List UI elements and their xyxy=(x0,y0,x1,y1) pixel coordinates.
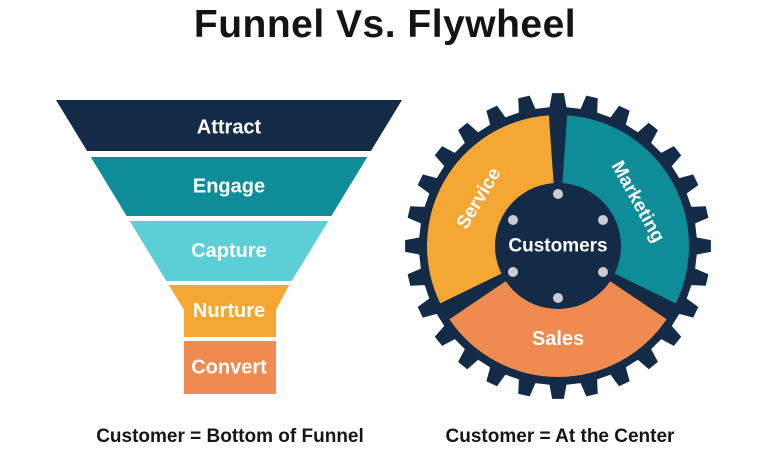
funnel-stage-attract xyxy=(56,100,402,151)
funnel-stage-capture xyxy=(129,221,329,281)
funnel-diagram: Attract Engage Capture Nurture Convert xyxy=(56,100,402,394)
funnel-stage-engage xyxy=(90,157,368,216)
bolt-dot xyxy=(598,267,608,277)
bolt-dot xyxy=(508,215,518,225)
flywheel-center-label: Customers xyxy=(508,236,607,257)
funnel-stage-convert xyxy=(184,341,276,394)
flywheel-diagram: Customers Marketing Sales Service xyxy=(405,93,711,399)
bolt-dot xyxy=(553,293,563,303)
funnel-label-nurture: Nurture xyxy=(193,300,265,322)
bolt-dot xyxy=(508,267,518,277)
flywheel-hub xyxy=(495,183,621,309)
flywheel-caption: Customer = At the Center xyxy=(445,426,675,447)
bolt-dot xyxy=(598,215,608,225)
funnel-stage-nurture xyxy=(168,285,290,337)
flywheel-segment-service xyxy=(427,115,555,304)
page-title: Funnel Vs. Flywheel xyxy=(193,3,577,46)
funnel-label-engage: Engage xyxy=(193,176,265,198)
flywheel-segment-marketing xyxy=(561,115,689,304)
bolt-dot xyxy=(553,189,563,199)
funnel-label-attract: Attract xyxy=(197,117,262,139)
funnel-label-capture: Capture xyxy=(191,240,267,262)
flywheel-label-sales: Sales xyxy=(532,328,584,350)
funnel-caption: Customer = Bottom of Funnel xyxy=(96,426,364,447)
flywheel-segment-sales xyxy=(449,276,667,377)
funnel-label-convert: Convert xyxy=(191,357,267,379)
